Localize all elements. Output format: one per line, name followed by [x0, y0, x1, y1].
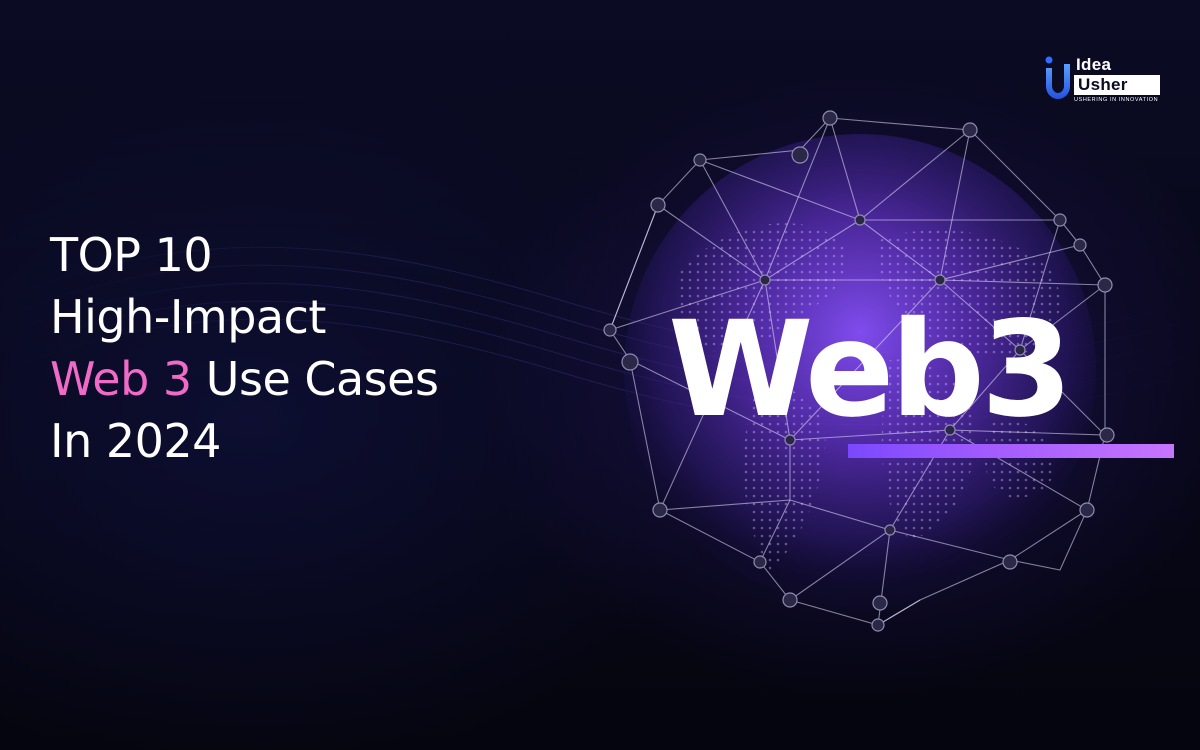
- headline-line-2: High-Impact: [50, 290, 326, 344]
- headline-line-1: TOP 10: [50, 228, 213, 282]
- idea-usher-u-icon: [1045, 56, 1070, 99]
- headline-accent-web3: Web 3: [50, 352, 192, 406]
- hero-web3-text: Web3: [668, 293, 1073, 447]
- headline-line-4: In 2024: [50, 414, 221, 468]
- logo-idea-text: Idea: [1076, 55, 1112, 74]
- headline-use-cases: Use Cases: [191, 352, 439, 406]
- logo-tagline: USHERING IN INNOVATION: [1074, 97, 1159, 103]
- logo-usher-text: Usher: [1074, 75, 1160, 95]
- idea-usher-logo[interactable]: Idea Usher USHERING IN INNOVATION: [1043, 54, 1161, 104]
- hero-underline-bar: [848, 444, 1174, 458]
- headline: TOP 10 High-Impact Web 3 Use Cases In 20…: [50, 224, 439, 472]
- headline-line-3: Web 3 Use Cases: [50, 348, 439, 410]
